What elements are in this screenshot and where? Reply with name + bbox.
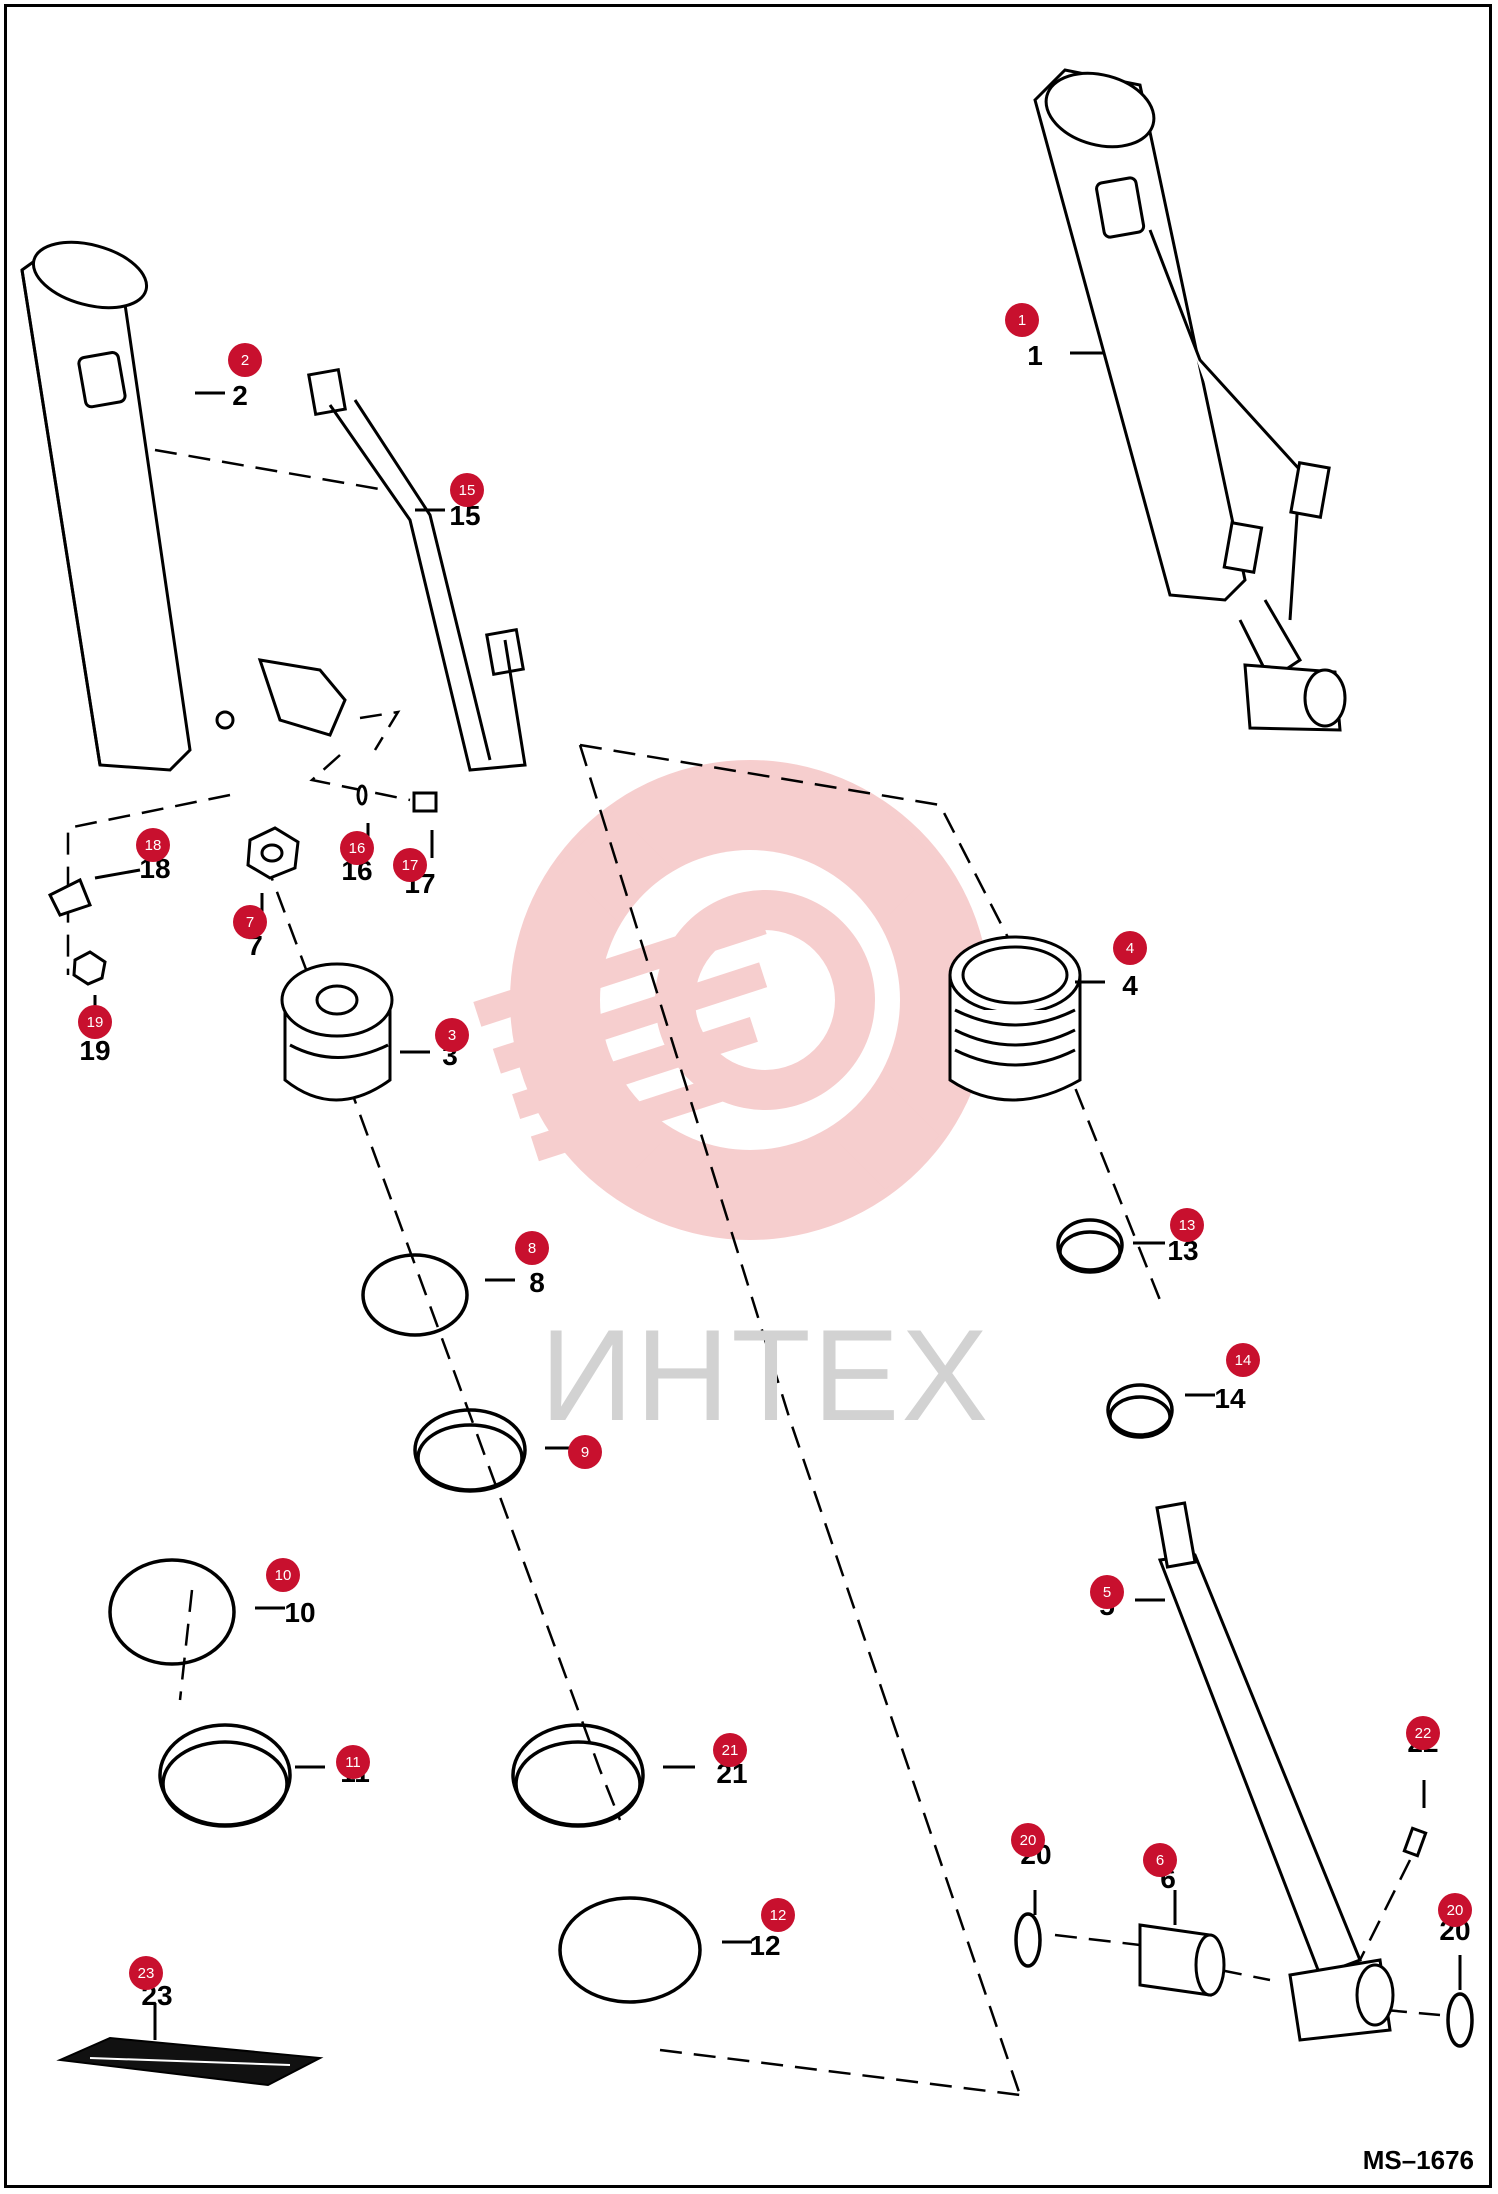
callout-badge-17[interactable]: 17: [393, 848, 427, 882]
hydraulic-tube-15: [307, 367, 527, 772]
badge-label: 2: [241, 352, 249, 369]
small-hardware: [47, 784, 1428, 1858]
callout-badge-19[interactable]: 19: [78, 1005, 112, 1039]
badge-circle: [336, 1745, 370, 1779]
badge-circle: [713, 1733, 747, 1767]
badge-label: 22: [1415, 1725, 1432, 1742]
callout-badge-14[interactable]: 14: [1226, 1343, 1260, 1377]
badge-label: 14: [1235, 1352, 1252, 1369]
callout-badge-9[interactable]: 9: [568, 1435, 602, 1469]
cylinder-barrel-left: [20, 240, 347, 772]
badge-circle: [233, 905, 267, 939]
badge-label: 20: [1020, 1832, 1037, 1849]
badge-label: 18: [145, 837, 162, 854]
dashed-guide-lines: [66, 448, 1441, 2097]
badge-label: 7: [246, 914, 254, 931]
callout-badge-21[interactable]: 21: [713, 1733, 747, 1767]
piston-4: [948, 935, 1082, 1102]
callout-badge-4[interactable]: 4: [1113, 931, 1147, 965]
callout-badge-3[interactable]: 3: [435, 1018, 469, 1052]
badge-label: 16: [349, 840, 366, 857]
badge-label: 23: [138, 1965, 155, 1982]
badge-label: 10: [275, 1567, 292, 1584]
watermark-text: ИНТЕХ: [540, 1302, 991, 1448]
badge-label: 3: [448, 1027, 456, 1044]
rings-and-seals: [108, 1218, 1474, 2048]
callout-badge-20a[interactable]: 20: [1011, 1823, 1045, 1857]
badge-circle: [266, 1558, 300, 1592]
callout-badge-10[interactable]: 10: [266, 1558, 300, 1592]
part-number-8: 8: [529, 1267, 545, 1298]
badge-circle: [393, 848, 427, 882]
badge-label: 17: [402, 857, 419, 874]
badge-circle: [1011, 1823, 1045, 1857]
callout-badge-16[interactable]: 16: [340, 831, 374, 865]
badge-label: 8: [528, 1240, 536, 1257]
part-number-2: 2: [232, 380, 248, 411]
callout-badge-7[interactable]: 7: [233, 905, 267, 939]
badge-label: 13: [1179, 1217, 1196, 1234]
part-number-4: 4: [1122, 970, 1138, 1001]
badge-circle: [1005, 303, 1039, 337]
badge-circle: [450, 473, 484, 507]
leader-lines: [93, 351, 1462, 2040]
badge-label: 15: [459, 482, 476, 499]
callout-badge-2[interactable]: 2: [228, 343, 262, 377]
badge-label: 9: [581, 1444, 589, 1461]
watermark-logo: [473, 760, 990, 1240]
callout-badge-8[interactable]: 8: [515, 1231, 549, 1265]
badge-label: 1: [1018, 312, 1026, 329]
badge-circle: [1438, 1893, 1472, 1927]
callout-badge-1[interactable]: 1: [1005, 303, 1039, 337]
badge-circle: [1090, 1575, 1124, 1609]
badge-circle: [1226, 1343, 1260, 1377]
part-number-19: 19: [79, 1035, 110, 1066]
callout-badge-5[interactable]: 5: [1090, 1575, 1124, 1609]
badge-circle: [228, 343, 262, 377]
bushing-6: [1138, 1923, 1226, 1997]
callout-badge-20b[interactable]: 20: [1438, 1893, 1472, 1927]
callout-badge-18[interactable]: 18: [136, 828, 170, 862]
part-number-12: 12: [749, 1930, 780, 1961]
callout-badge-15[interactable]: 15: [450, 473, 484, 507]
badge-label: 19: [87, 1014, 104, 1031]
callout-badge-22[interactable]: 22: [1406, 1716, 1440, 1750]
badge-label: 5: [1103, 1584, 1111, 1601]
badge-label: 11: [345, 1754, 361, 1771]
badge-circle: [568, 1435, 602, 1469]
badge-circle: [435, 1018, 469, 1052]
badge-circle: [515, 1231, 549, 1265]
callout-badge-6[interactable]: 6: [1143, 1843, 1177, 1877]
badge-label: 12: [770, 1907, 787, 1924]
badge-circle: [1170, 1208, 1204, 1242]
badge-label: 21: [722, 1742, 739, 1759]
part-number-1: 1: [1027, 340, 1043, 371]
callouts: 1122334455667788991010111112121313141415…: [78, 303, 1472, 2011]
badge-label: 20: [1447, 1902, 1464, 1919]
badge-circle: [1143, 1843, 1177, 1877]
badge-circle: [1406, 1716, 1440, 1750]
badge-label: 6: [1156, 1852, 1164, 1869]
decal-23: [56, 2036, 324, 2087]
callout-badge-13[interactable]: 13: [1170, 1208, 1204, 1242]
badge-circle: [129, 1956, 163, 1990]
badge-circle: [1113, 931, 1147, 965]
cylinder-assembled-right: [1033, 68, 1347, 732]
callout-badge-12[interactable]: 12: [761, 1898, 795, 1932]
callout-badge-23[interactable]: 23: [129, 1956, 163, 1990]
piston-rod-5: [1155, 1501, 1395, 2042]
gland-3: [280, 962, 394, 1102]
callout-badge-11[interactable]: 11: [336, 1745, 370, 1779]
badge-circle: [78, 1005, 112, 1039]
part-number-10: 10: [284, 1597, 315, 1628]
badge-circle: [340, 831, 374, 865]
badge-circle: [761, 1898, 795, 1932]
drawing-number: MS–1676: [1362, 2145, 1474, 2175]
part-number-14: 14: [1214, 1383, 1246, 1414]
badge-circle: [136, 828, 170, 862]
badge-label: 4: [1126, 940, 1134, 957]
